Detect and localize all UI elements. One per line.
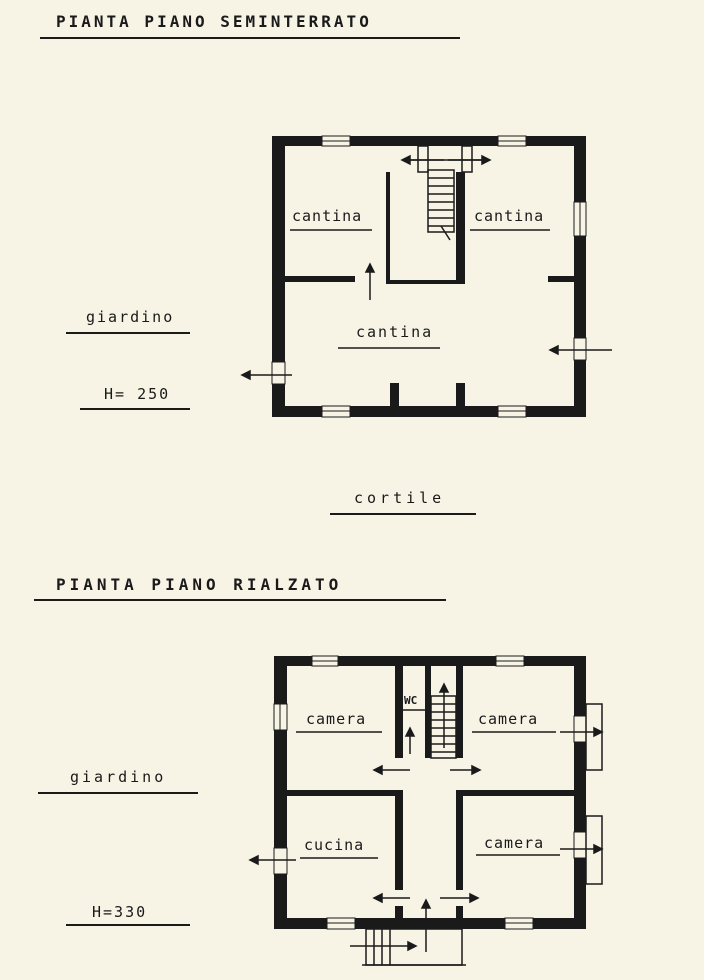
bottom-interior-wall [456, 666, 463, 758]
bottom-wall-south [274, 918, 586, 929]
top-interior-wall [390, 383, 399, 407]
bottom-interior-wall [456, 790, 463, 890]
bottom-interior-wall [395, 666, 403, 758]
stair-landing [461, 145, 473, 173]
courtyard-label: cortile [354, 489, 446, 507]
top-title-underline [40, 37, 460, 39]
balcony [585, 815, 603, 885]
door-opening [573, 337, 587, 361]
room-label-wc: WC [404, 694, 418, 707]
top-interior-wall [456, 172, 465, 284]
bottom-interior-wall [463, 790, 574, 796]
bottom-interior-wall [395, 790, 403, 890]
top-wall-north [272, 136, 586, 146]
bottom-side-underline [38, 792, 198, 794]
top-wall-south [272, 406, 586, 417]
top-side-label: giardino [86, 308, 175, 326]
bottom-plan-title: PIANTA PIANO RIALZATO [56, 575, 343, 594]
stair [427, 169, 455, 233]
bottom-wall-west [274, 656, 287, 929]
bottom-height-underline [66, 924, 190, 926]
courtyard-underline [330, 513, 476, 515]
bottom-interior-wall [395, 906, 403, 919]
room-label-bedroom-se: camera [484, 834, 545, 852]
room-label-kitchen: cucina [304, 836, 365, 854]
bottom-wall-north [274, 656, 586, 666]
top-interior-wall [386, 280, 456, 284]
bottom-interior-wall [287, 790, 395, 796]
top-height-label: H= 250 [104, 385, 171, 403]
bottom-side-label: giardino [70, 768, 167, 786]
top-interior-wall [548, 276, 574, 282]
room-label-cellar-main: cantina [356, 323, 434, 341]
bottom-height-label: H=330 [92, 903, 148, 921]
room-label-cellar-west: cantina [292, 207, 363, 225]
door-opening [573, 831, 587, 859]
top-interior-wall [386, 172, 390, 284]
door-opening [271, 361, 286, 385]
balcony [585, 703, 603, 771]
bottom-title-underline [34, 599, 446, 601]
door-opening [573, 715, 587, 743]
door-opening [273, 847, 288, 875]
top-plan-title: PIANTA PIANO SEMINTERRATO [56, 12, 372, 31]
bottom-interior-wall [425, 666, 431, 758]
top-side-underline [66, 332, 190, 334]
top-wall-east [574, 136, 586, 417]
room-label-cellar-east: cantina [474, 207, 545, 225]
top-interior-wall [285, 276, 355, 282]
top-wall-west [272, 136, 285, 417]
stair-landing [417, 145, 429, 173]
bottom-interior-wall [456, 906, 463, 919]
room-label-bedroom-nw: camera [306, 710, 367, 728]
bottom-wall-east [574, 656, 586, 929]
top-height-underline [80, 408, 190, 410]
top-interior-wall [456, 383, 465, 407]
room-label-bedroom-ne: camera [478, 710, 539, 728]
